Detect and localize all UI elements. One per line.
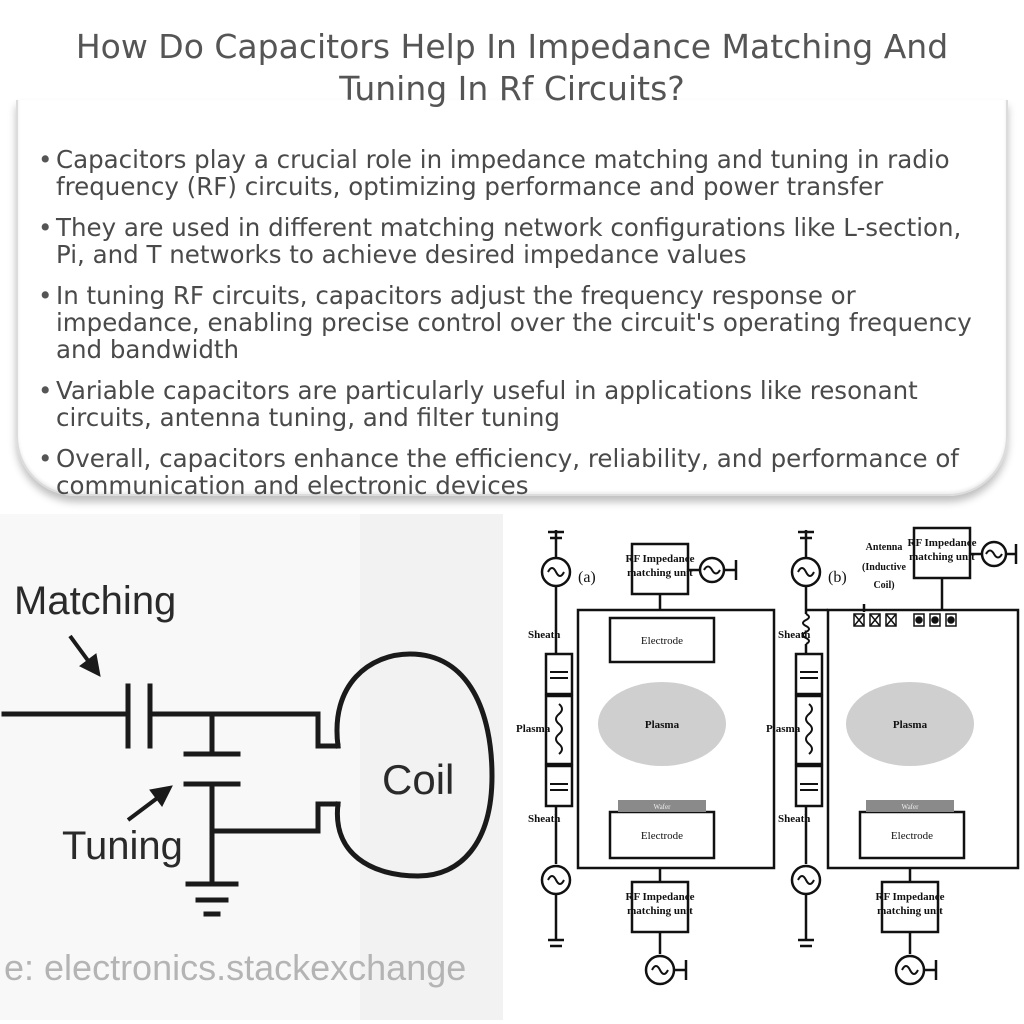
panel-b-tag: (b) <box>828 569 847 586</box>
panel-a-plasma-side: Plasma <box>516 723 551 735</box>
panel-a-sheath-bottom: Sheath <box>528 813 560 825</box>
panel-b-bottom-unit-line2: matching unit <box>877 905 943 917</box>
panel-a-sheath-top: Sheath <box>528 629 560 641</box>
wafer-a <box>618 800 706 812</box>
page-title: How Do Capacitors Help In Impedance Matc… <box>75 27 949 108</box>
panel-b-top-unit-line2: matching unit <box>909 551 975 563</box>
bullet-list: Capacitors play a crucial role in impeda… <box>36 146 996 513</box>
panel-b-antenna-line3: Coil) <box>873 580 894 591</box>
panel-b <box>790 526 1020 986</box>
bullet-item: They are used in different matching netw… <box>36 214 996 268</box>
panel-a-top-unit-line2: matching unit <box>627 567 693 579</box>
tuning-label: Tuning <box>62 824 183 868</box>
panel-a-electrode-bottom: Electrode <box>641 830 683 842</box>
panel-b-antenna-line1: Antenna <box>866 542 903 553</box>
bullet-item: Capacitors play a crucial role in impeda… <box>36 146 996 200</box>
wafer-b <box>866 800 954 812</box>
bullet-item: Variable capacitors are particularly use… <box>36 377 996 431</box>
plasma-chamber-diagram: (a) RF Impedance matching unit Electrode… <box>510 514 1024 1020</box>
panel-a-tag: (a) <box>578 569 596 586</box>
panel-b-sheath-bottom: Sheath <box>778 813 810 825</box>
panel-b-plasma: Plasma <box>893 719 928 731</box>
coil-loop <box>334 651 495 879</box>
bullet-item: Overall, capacitors enhance the efficien… <box>36 445 996 499</box>
panel-a-plasma: Plasma <box>645 719 680 731</box>
source-credit: e: electronics.stackexchange <box>4 947 466 988</box>
panel-a-wafer: Wafer <box>654 803 672 811</box>
bullet-item: In tuning RF circuits, capacitors adjust… <box>36 282 996 363</box>
panel-a <box>540 530 776 986</box>
tuning-arrow <box>126 794 162 822</box>
coil-label: Coil <box>382 756 454 803</box>
panel-b-top-unit-line1: RF Impedance <box>908 537 977 549</box>
plasma-cloud-a <box>598 682 726 766</box>
matching-label: Matching <box>14 579 176 623</box>
panel-b-plasma-side: Plasma <box>766 723 801 735</box>
panel-b-bottom-unit-line1: RF Impedance <box>876 891 945 903</box>
panel-b-electrode-bottom: Electrode <box>891 830 933 842</box>
panel-a-bottom-unit-line1: RF Impedance <box>626 891 695 903</box>
panel-b-sheath-top: Sheath <box>778 629 810 641</box>
panel-a-top-unit-line1: RF Impedance <box>626 553 695 565</box>
panel-b-antenna-line2: (Inductive <box>862 562 906 573</box>
matching-tuning-circuit-diagram: Matching Tuning Coil e: electronics.stac… <box>0 514 503 1020</box>
antenna-coil-cross-section <box>853 613 957 627</box>
panel-a-electrode-top: Electrode <box>641 635 683 647</box>
panel-b-wafer: Wafer <box>902 803 920 811</box>
panel-a-bottom-unit-line2: matching unit <box>627 905 693 917</box>
plasma-cloud-b <box>846 682 974 766</box>
